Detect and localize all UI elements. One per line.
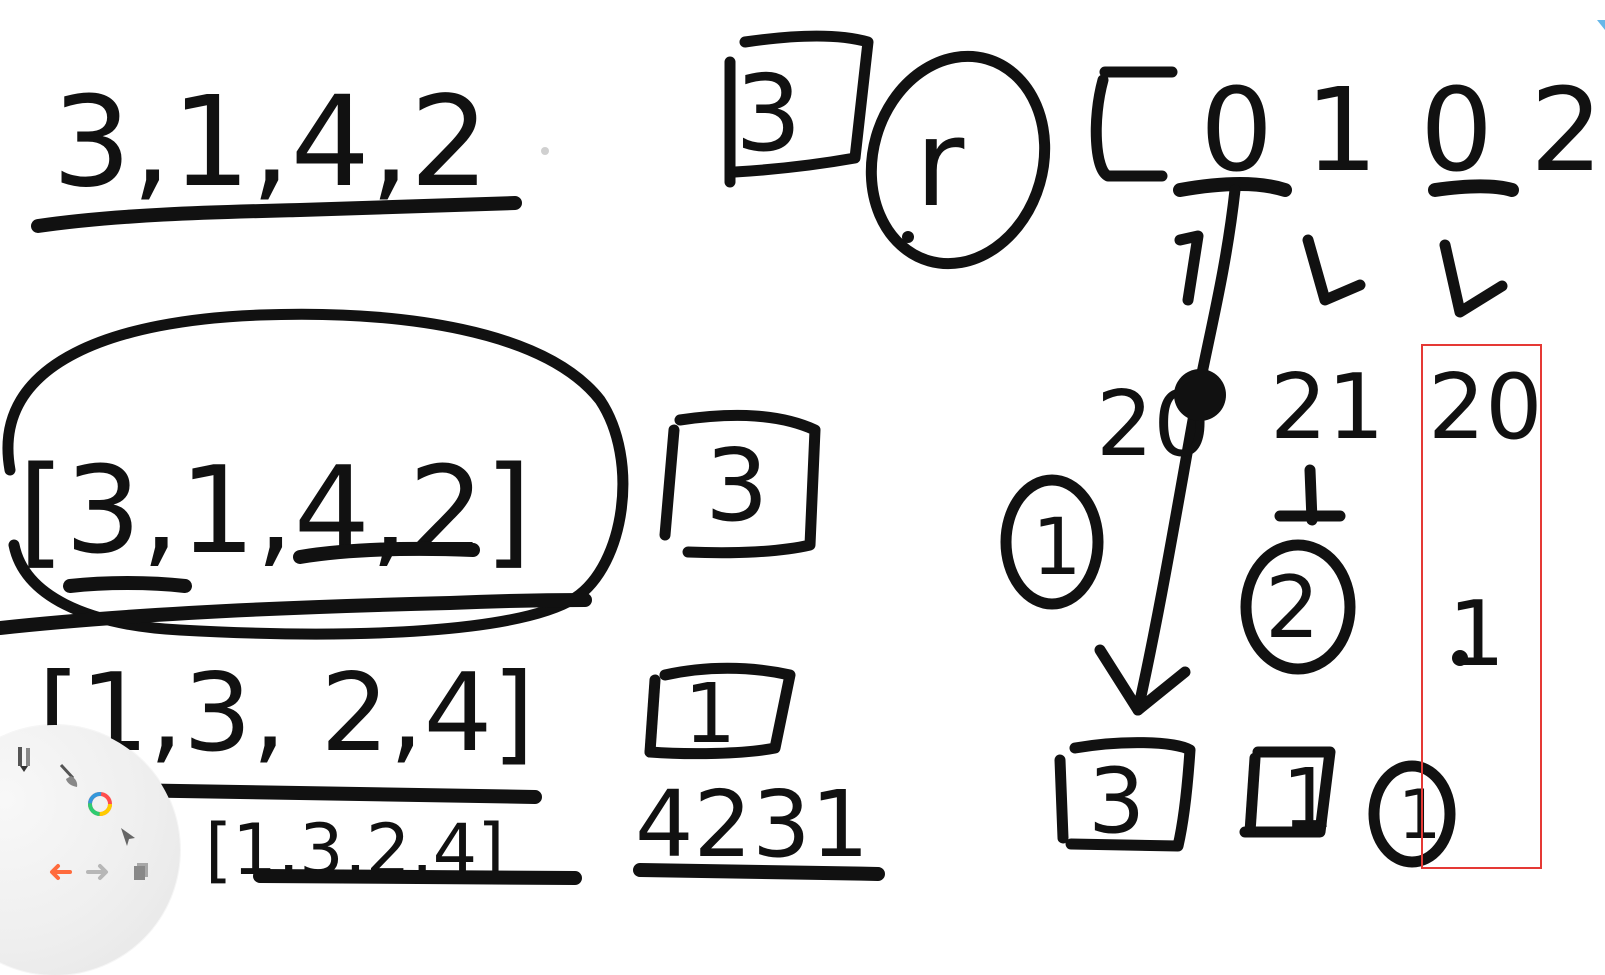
faint-dot-top (541, 147, 549, 155)
undo-button[interactable] (45, 862, 75, 882)
bottom-box-three: 3 (1088, 749, 1145, 854)
large-circle-outline (2, 308, 629, 640)
middle-box-three-left (659, 424, 680, 541)
corner-indicator (1597, 20, 1605, 30)
circled-two: 2 (1265, 558, 1320, 658)
middle-box-three: 3 (705, 427, 769, 544)
top-sequence-text: 3,1,4,2 (52, 70, 489, 215)
arrow-stroke-one (1174, 230, 1204, 306)
brush-icon (59, 763, 78, 787)
bottom-circle-one (1368, 760, 1456, 868)
pointer-icon (121, 828, 135, 846)
pages-button[interactable] (128, 857, 156, 885)
two-one-middle: 21 (1270, 355, 1385, 460)
pages-icon (134, 863, 148, 880)
middle-box-one: 1 (684, 667, 736, 762)
two-zero-right: 20 (1428, 355, 1543, 460)
bottom-box-three-outline (1065, 737, 1196, 852)
top-box-right-stroke (729, 30, 874, 178)
undo-arrow-icon (50, 864, 72, 880)
list-value-3: 2 (1530, 64, 1603, 198)
circled-sequence-underline (0, 593, 592, 635)
right-one: 1 (1448, 582, 1505, 687)
result-digits: 4231 (635, 771, 869, 878)
pointer-tool[interactable] (115, 823, 143, 851)
sorted-list-underline (113, 783, 542, 804)
pen-icon (18, 747, 30, 772)
dot-right (1452, 650, 1468, 666)
circled-sequence: [3,1,4,2] (18, 442, 531, 581)
bottom-box-one-left (1244, 752, 1261, 838)
list-value-0: 0 (1200, 64, 1273, 198)
middle-box-one-outline (644, 662, 796, 760)
list-zero-two-underline (1428, 179, 1519, 197)
top-circled-letter: r (915, 95, 965, 234)
list-value-2: 0 (1420, 64, 1493, 198)
circled-one: 1 (1032, 503, 1082, 593)
small-arrow-stem (1274, 464, 1346, 526)
redo-arrow-icon (86, 864, 108, 880)
sorted-list-repeat-underline (253, 869, 582, 885)
small-underline-two (293, 541, 480, 564)
pen-tool[interactable] (10, 743, 38, 775)
small-underline-one (63, 576, 192, 593)
circle-middle-two (1240, 539, 1356, 675)
color-wheel-tool[interactable] (85, 789, 115, 819)
list-open-bracket (1090, 66, 1178, 182)
dot-near-circle (902, 231, 914, 243)
arrow-down-mid (1302, 234, 1366, 306)
top-box-number: 3 (735, 53, 802, 175)
bottom-box-one: 1 (1282, 752, 1334, 847)
bottom-box-three-left (1054, 754, 1069, 844)
brush-tool[interactable] (54, 759, 84, 791)
top-circle (865, 50, 1051, 270)
bottom-box-one-outline (1239, 746, 1336, 838)
highlight-box (1421, 344, 1542, 869)
bottom-circled-one: 1 (1398, 776, 1441, 855)
result-digits-underline (633, 863, 885, 881)
circle-left-one (1000, 474, 1104, 610)
list-zero-underline (1173, 177, 1292, 197)
middle-box-one-left (644, 674, 661, 758)
handwriting-layer: 3,1,4,2 3 r 0 1 0 2 20 21 20 1 2 1 (0, 20, 1605, 891)
middle-box-three-outline (674, 409, 821, 559)
intersection-dot (1174, 369, 1226, 421)
color-wheel-icon (88, 792, 112, 816)
arrow-down-right (1439, 239, 1508, 318)
redo-button[interactable] (83, 862, 113, 882)
list-value-1: 1 (1305, 64, 1378, 198)
long-arrow-head (1094, 644, 1191, 716)
long-arrow-shaft (1132, 184, 1241, 716)
whiteboard-canvas: 3,1,4,2 3 r 0 1 0 2 20 21 20 1 2 1 (0, 20, 1605, 975)
top-sequence-underline (31, 196, 522, 233)
